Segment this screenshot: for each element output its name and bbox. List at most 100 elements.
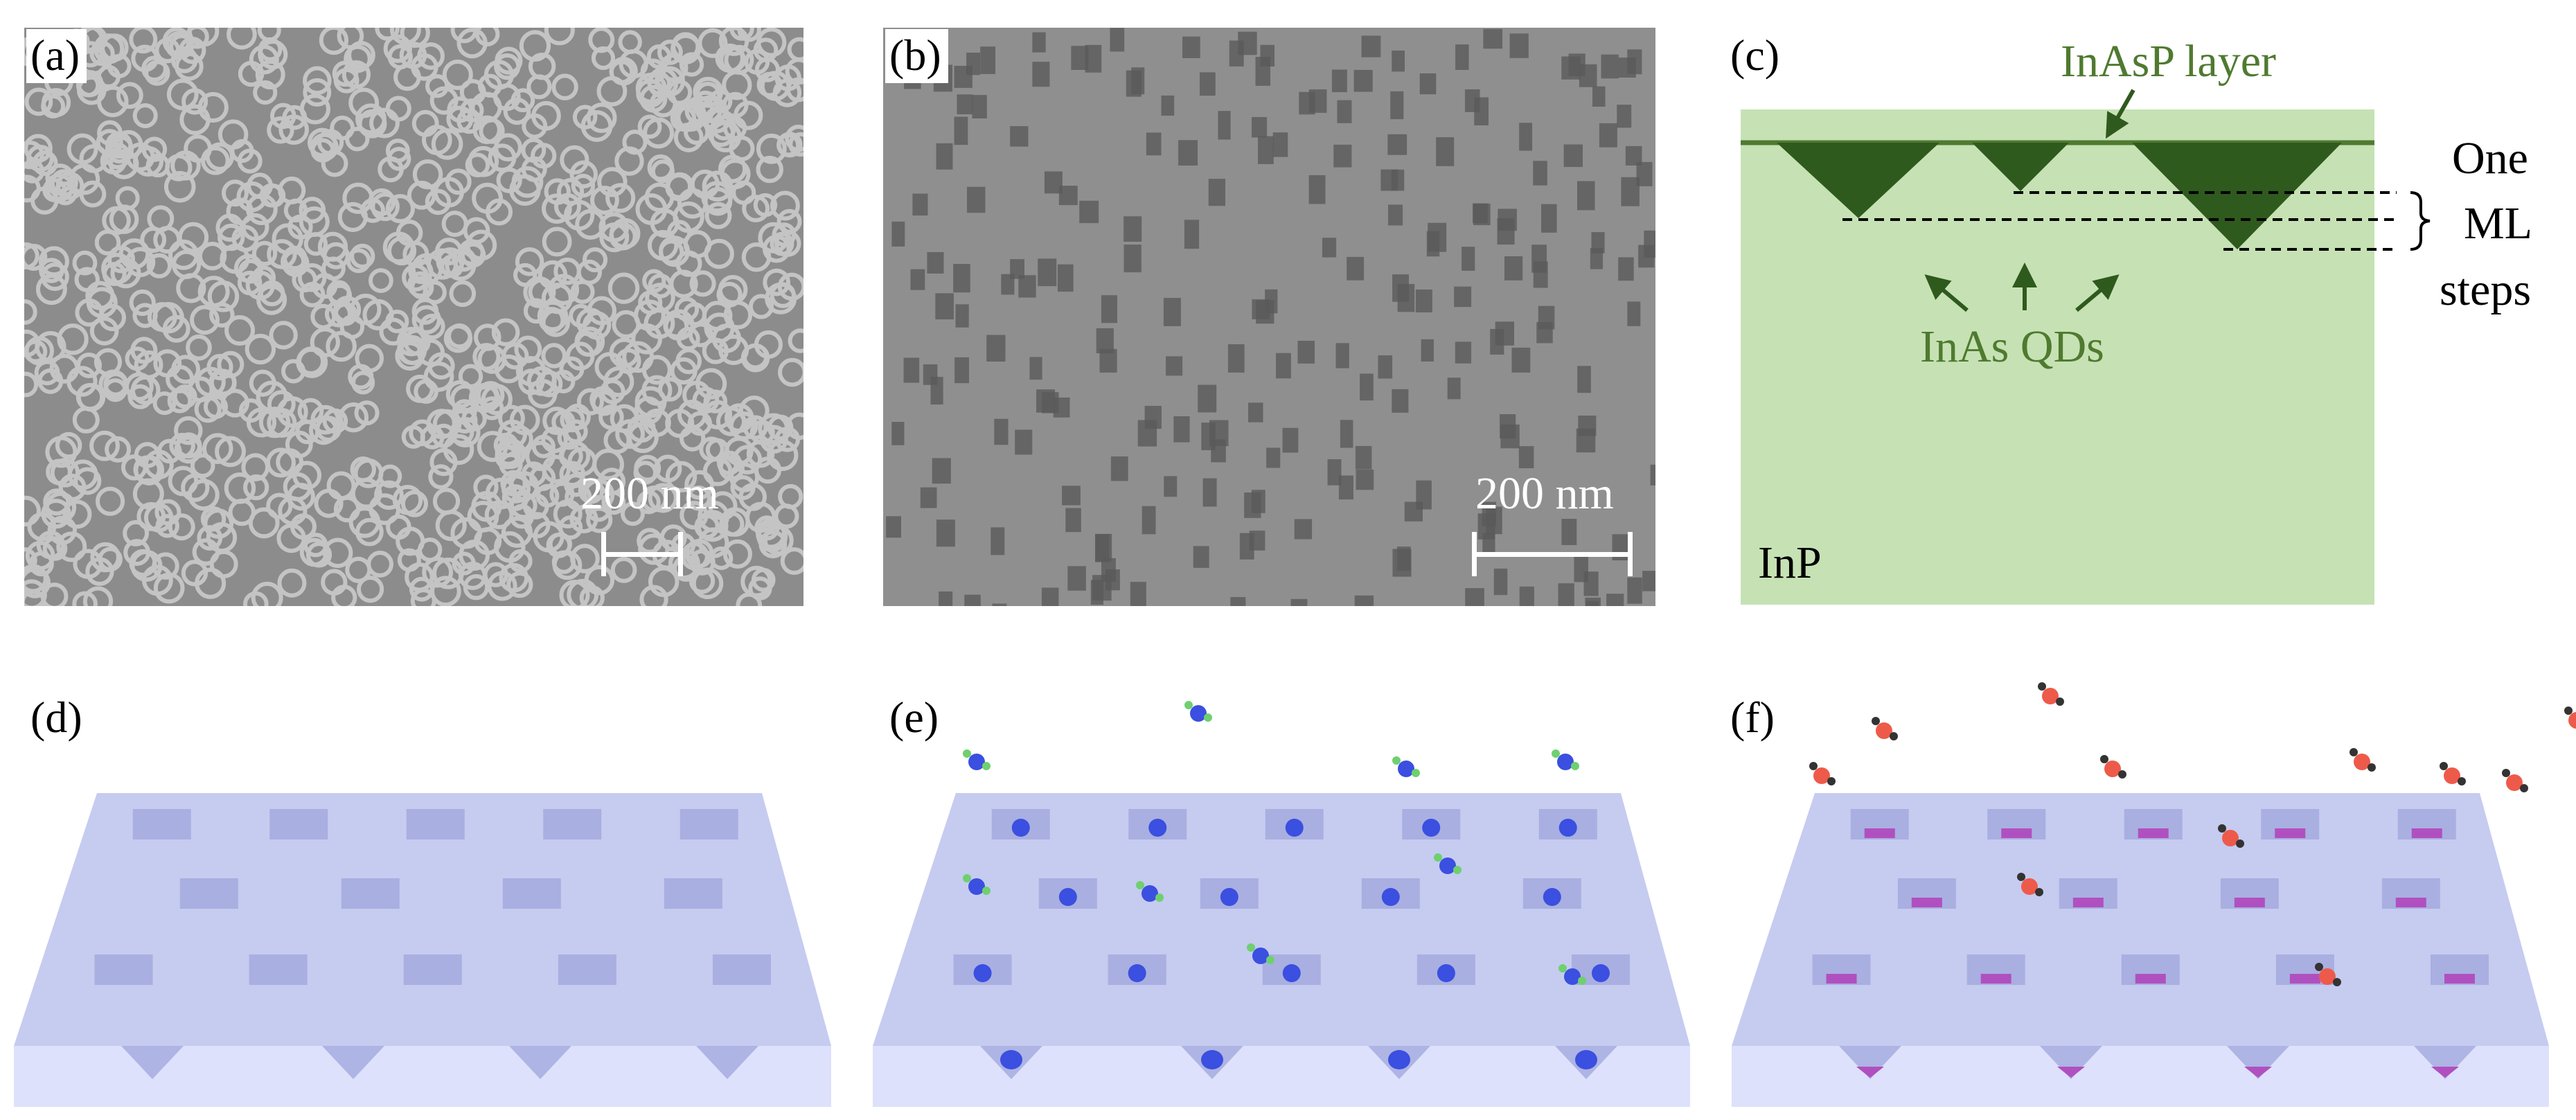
- dot-cross-section: [1388, 1050, 1410, 1069]
- dot-cross-section: [1000, 1050, 1022, 1069]
- sem-b-pit: [1015, 429, 1033, 455]
- sem-b-pit: [1071, 46, 1089, 70]
- sem-a-ring: [171, 355, 201, 384]
- water-like-molecule-icon: [2354, 754, 2370, 770]
- sem-a-ring: [201, 146, 230, 175]
- scale-bar-a: [601, 532, 683, 576]
- sem-a-ring: [419, 313, 445, 340]
- sem-image-b: [883, 28, 1655, 606]
- water-like-molecule-icon: [2444, 767, 2460, 784]
- sem-a-ring: [226, 28, 257, 50]
- sem-a-ring: [622, 130, 648, 155]
- sem-b-pit: [1577, 366, 1591, 393]
- sem-a-ring: [73, 467, 102, 495]
- pit: [94, 954, 153, 985]
- sem-b-pit: [1617, 105, 1632, 128]
- sem-b-pit: [1599, 123, 1617, 148]
- sem-a-ring: [76, 70, 104, 98]
- slab-diagram-e: [873, 701, 1690, 1107]
- sem-a-ring: [152, 391, 177, 416]
- sem-a-ring: [722, 70, 752, 100]
- sem-a-ring: [716, 281, 743, 308]
- ammonia-like-molecule-icon: [1398, 761, 1414, 777]
- pit-cross-section: [1839, 1046, 1901, 1079]
- sem-b-pit: [1085, 44, 1102, 73]
- sem-a-ring: [674, 296, 700, 322]
- dot: [1282, 964, 1301, 982]
- sem-b-pit: [1500, 424, 1520, 449]
- nitrogen-atom: [1453, 866, 1462, 874]
- sem-image-a: [24, 28, 803, 606]
- sem-a-ring: [541, 308, 571, 337]
- sem-b-pit: [1198, 384, 1217, 413]
- sem-a-ring: [494, 354, 524, 384]
- sem-a-ring: [155, 514, 179, 538]
- sem-a-ring: [737, 28, 761, 42]
- dot: [1148, 819, 1167, 837]
- sem-b-pit: [953, 264, 970, 293]
- sem-b-pit: [954, 357, 970, 384]
- sem-a-ring: [639, 585, 668, 606]
- sem-a-ring: [32, 150, 58, 176]
- sem-b-pit: [1276, 353, 1291, 379]
- sem-a-ring: [716, 406, 747, 436]
- hydrogen-atom: [2017, 873, 2025, 881]
- brace-icon: [2410, 191, 2431, 251]
- sem-a-ring: [134, 350, 163, 380]
- sem-a-ring: [522, 493, 549, 519]
- sem-a-ring: [310, 327, 340, 357]
- sem-a-ring: [474, 323, 501, 351]
- sem-a-ring: [708, 491, 738, 521]
- hydrogen-atom: [2368, 763, 2376, 772]
- sem-b-pit: [891, 221, 905, 247]
- sem-a-ring: [472, 343, 501, 371]
- sem-b-pit: [1353, 69, 1373, 92]
- sem-b-pit: [1001, 274, 1015, 295]
- sem-a-ring: [774, 64, 801, 91]
- sem-b-pit: [891, 422, 905, 445]
- sem-a-ring: [307, 127, 337, 158]
- sem-a-ring: [472, 182, 503, 214]
- sem-b-pit: [1561, 56, 1581, 80]
- sem-b-pit: [1252, 116, 1268, 138]
- sem-b-pit: [1142, 506, 1156, 535]
- sem-b-pit: [1627, 301, 1641, 326]
- deposit: [2289, 974, 2320, 984]
- sem-a-ring: [221, 179, 249, 207]
- sem-a-ring: [559, 356, 585, 382]
- sem-b-pit: [1497, 218, 1515, 245]
- sem-b-pit: [1335, 343, 1349, 368]
- sem-b-pit: [955, 304, 969, 328]
- sem-b-pit: [1131, 67, 1145, 95]
- sem-a-ring: [615, 348, 641, 374]
- sem-b-pit: [1391, 169, 1405, 191]
- sem-a-ring: [431, 128, 463, 160]
- sem-b-pit: [1627, 577, 1642, 604]
- sem-a-ring: [42, 178, 67, 202]
- deposit: [1864, 828, 1895, 838]
- sem-a-ring: [526, 366, 557, 396]
- sem-a-ring: [35, 274, 67, 305]
- hydrogen-atom: [1827, 777, 1836, 785]
- sem-a-ring: [494, 133, 522, 162]
- sem-a-ring: [154, 37, 181, 64]
- sem-a-ring: [371, 192, 400, 222]
- sem-a-ring: [452, 399, 477, 425]
- sem-a-ring: [348, 364, 374, 390]
- sem-b-pit: [1538, 305, 1555, 330]
- sem-a-ring: [603, 427, 631, 454]
- sem-a-ring: [303, 66, 332, 96]
- sem-b-pit: [1354, 595, 1374, 606]
- sem-b-pit: [936, 519, 955, 547]
- sem-a-ring: [116, 82, 143, 109]
- sem-a-texture: [24, 28, 803, 606]
- sem-a-ring: [303, 78, 332, 107]
- sem-a-ring: [684, 96, 715, 126]
- sem-a-ring: [96, 85, 129, 118]
- sem-b-pit: [1029, 357, 1042, 380]
- sem-a-ring: [620, 501, 645, 526]
- sem-b-pit: [1101, 558, 1116, 582]
- sem-a-ring: [541, 426, 568, 454]
- sem-a-ring: [509, 491, 538, 519]
- sem-a-ring: [24, 299, 37, 326]
